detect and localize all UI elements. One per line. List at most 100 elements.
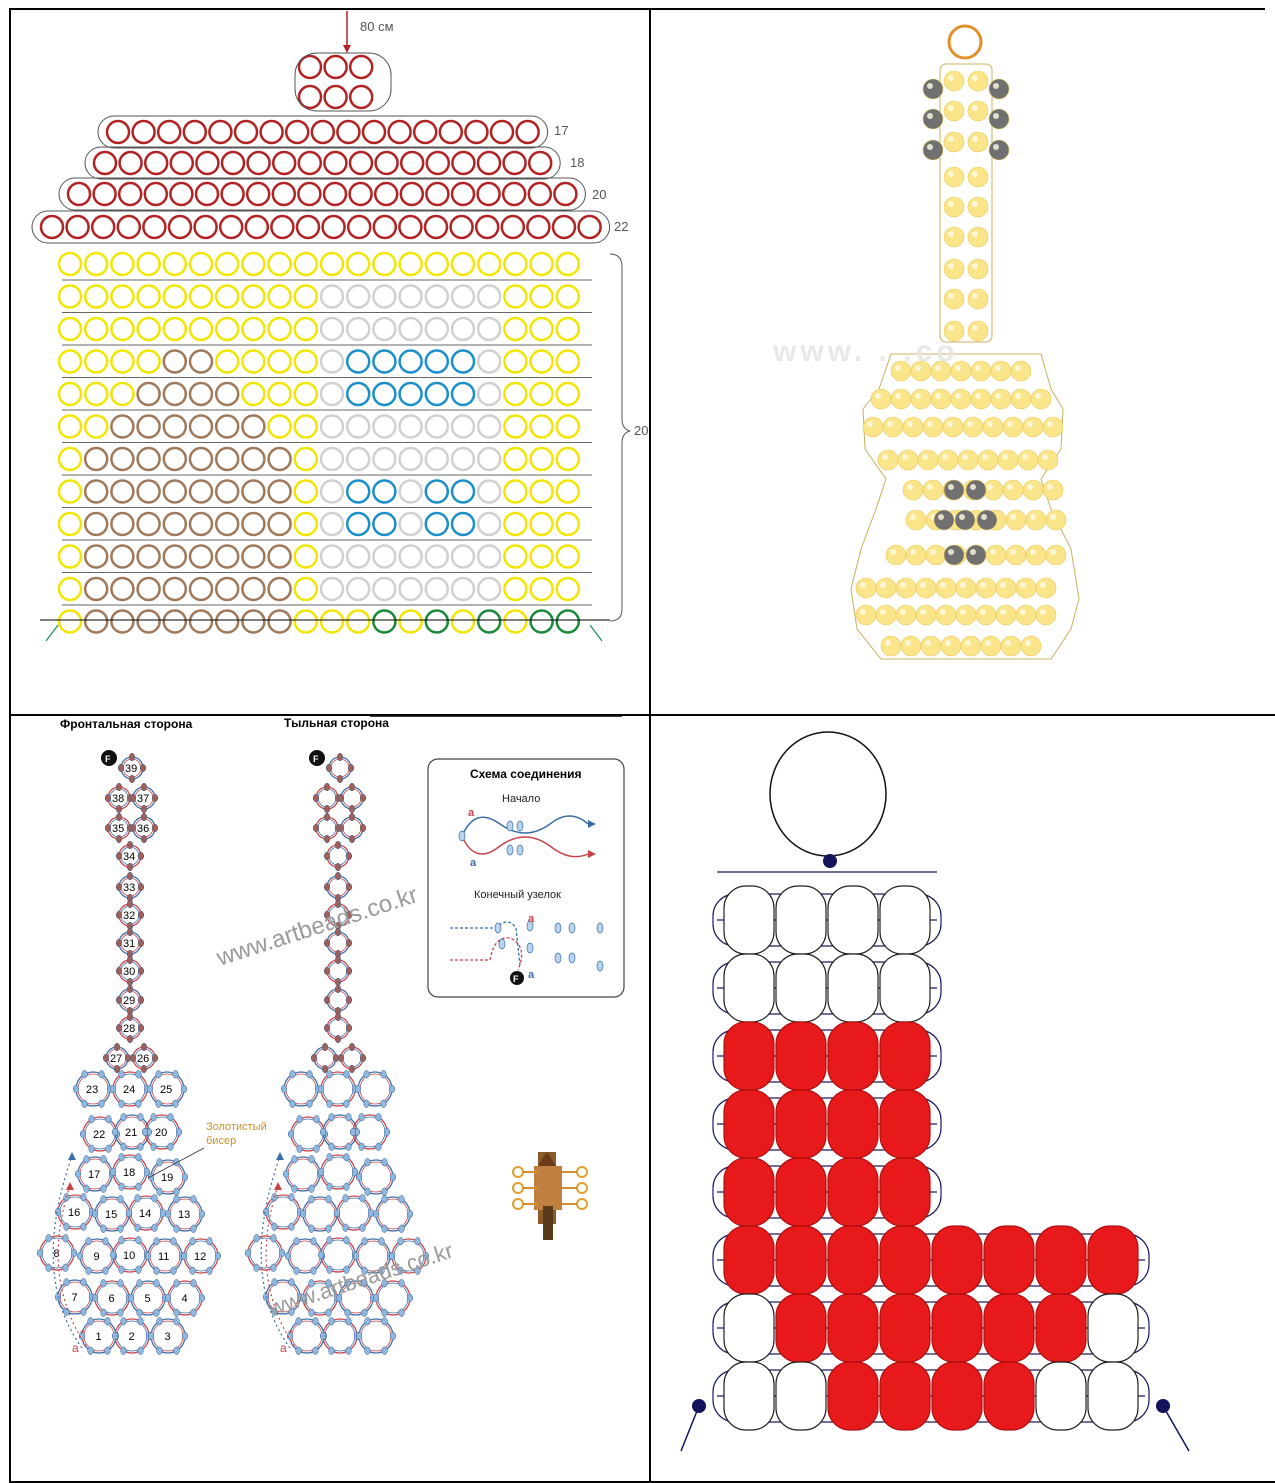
svg-text:F: F [513,974,519,984]
guitar-bead [944,197,964,217]
bead-number: 26 [137,1053,149,1065]
wall-bead [531,611,553,633]
wall-bead [373,611,395,633]
guitar-bead [944,167,964,187]
wall-bead [321,318,343,340]
guitar-bead [1011,361,1031,381]
wall-bead [85,416,107,438]
gold-bead-label-1: Золотистый [206,1121,267,1133]
wall-bead [269,578,291,600]
wall-bead [452,318,474,340]
wall-bead [478,416,500,438]
guitar-bead [1016,605,1036,625]
boot-bead [828,886,878,954]
wall-bead [164,611,186,633]
wall-bead [111,286,133,308]
roof-bead [248,152,270,174]
svg-text:*: * [288,1327,293,1341]
guitar-bead [918,450,938,470]
wall-bead [216,253,238,275]
guitar-bead [978,450,998,470]
roof-bead [247,183,269,205]
wall-bead [269,318,291,340]
boot-bead [724,1158,774,1226]
wall-bead [347,513,369,535]
wall-bead [85,513,107,535]
guitar-bead [886,545,906,565]
roof-bead [312,121,334,143]
wall-bead [531,578,553,600]
boot-bead [1088,1362,1138,1430]
guitar-bead [1023,417,1043,437]
bead-number: 31 [123,938,135,950]
roof-bead [107,121,129,143]
wall-bead [504,578,526,600]
wall-bead [452,513,474,535]
boot-bead [880,1090,930,1158]
wall-bead [164,448,186,470]
guitar-bead [951,389,971,409]
guitar-bead [956,578,976,598]
wall-bead [400,546,422,568]
bead-number: 25 [160,1084,172,1096]
guitar-bead [923,109,943,129]
roof-bead [374,216,396,238]
wall-bead [452,578,474,600]
bead-number: 24 [123,1084,135,1096]
guitar-bead [936,578,956,598]
boot-bead [776,1362,826,1430]
wall-bead [452,546,474,568]
wall-bead [269,611,291,633]
guitar-bead [903,417,923,437]
guitar-bead [1018,450,1038,470]
wall-bead [504,448,526,470]
wall-bead [347,318,369,340]
wall-bead [269,253,291,275]
wall-bead [190,448,212,470]
wall-bead [242,481,264,503]
wall-bead [138,286,160,308]
wall-bead [59,611,81,633]
roof-bead [478,152,500,174]
guitar-bead [1016,578,1036,598]
bead-number: 28 [123,1023,135,1035]
wall-bead [557,611,579,633]
guitar-bead [989,109,1009,129]
joint-scheme-title: Схема соединения [470,767,582,781]
wall-bead [190,383,212,405]
guitar-bead [991,389,1011,409]
guitar-bead [1006,510,1026,530]
roof-bead [452,183,474,205]
wall-bead [557,351,579,373]
wall-bead [478,383,500,405]
wall-bead [400,351,422,373]
guitar-bead [856,605,876,625]
roof-bead [286,121,308,143]
boot-bead [880,954,930,1022]
wall-bead [531,351,553,373]
wall-bead [321,513,343,535]
guitar-bead [923,480,943,500]
bead-number: 38 [112,793,124,805]
scheme-ring [286,1157,320,1191]
back-side-title: Тыльная сторона [284,716,389,730]
roof-bead [67,216,89,238]
boot-bead [828,1090,878,1158]
wall-bead [295,611,317,633]
roof-bead [350,152,372,174]
wall-bead [164,546,186,568]
roof-bead [399,216,421,238]
wall-bead [400,448,422,470]
wall-bead [478,546,500,568]
bead-number: 13 [178,1209,190,1221]
boot-bead [828,1294,878,1362]
wall-bead [452,286,474,308]
bead-number: 29 [123,995,135,1007]
wall-bead [504,383,526,405]
roof-bead [426,183,448,205]
wall-bead [190,351,212,373]
wall-bead [373,546,395,568]
guitar-bead [944,132,964,152]
wall-bead [295,318,317,340]
wall-bead [85,286,107,308]
